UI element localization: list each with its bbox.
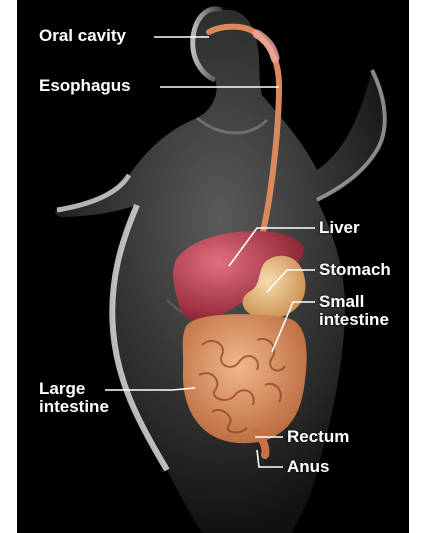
digestive-system-figure: Oral cavity Esophagus Liver Stomach Smal… [17,0,409,533]
label-anus: Anus [287,458,330,476]
large-intestine-organ [183,314,307,443]
label-small-intestine: Small intestine [319,293,407,329]
label-oral-cavity: Oral cavity [39,27,126,45]
label-esophagus: Esophagus [39,77,131,95]
label-stomach: Stomach [319,261,391,279]
label-large-intestine: Large intestine [39,380,119,416]
label-liver: Liver [319,219,360,237]
label-rectum: Rectum [287,428,349,446]
